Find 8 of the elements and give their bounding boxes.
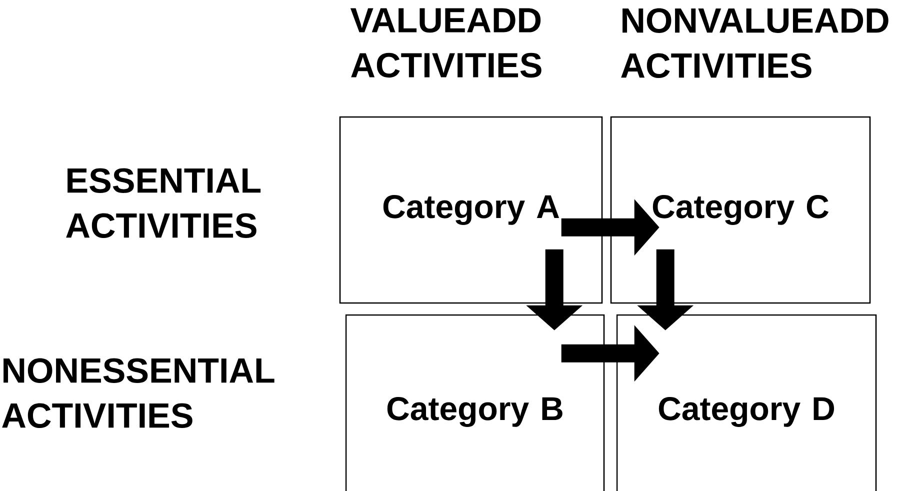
heading-text: ESSENTIAL ACTIVITIES (66, 168, 261, 238)
category-box: Category A (339, 116, 603, 304)
heading-text: VALUEADD ACTIVITIES (350, 8, 542, 78)
heading-text: NONVALUEADD ACTIVITIES (621, 8, 888, 78)
category-box: Category D (616, 314, 877, 491)
category-box: Category B (345, 314, 605, 491)
category-box: Category C (610, 116, 871, 304)
heading-text: NONESSENTIAL ACTIVITIES (2, 358, 274, 428)
